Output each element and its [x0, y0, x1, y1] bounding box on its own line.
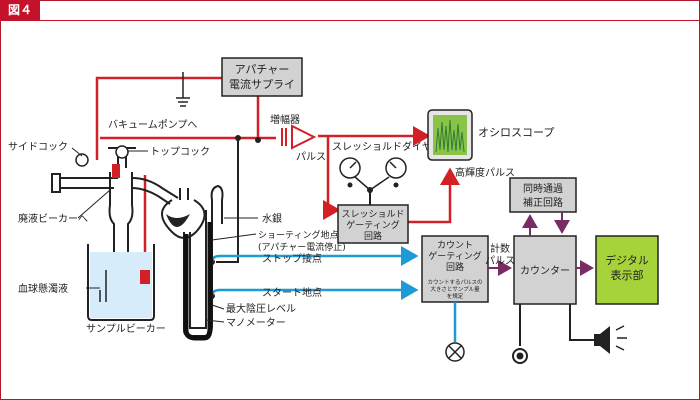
vacuum-pump-label: バキュームポンプへ: [108, 119, 197, 131]
amplifier-label: 増幅器: [270, 113, 300, 126]
aperture-power-line1: アパチャー: [235, 63, 290, 76]
counter-arrows: [488, 212, 594, 276]
count-gating-line3: 回路: [446, 261, 464, 273]
reset-button-icon: [512, 304, 528, 364]
digital-line2: 表示部: [611, 268, 644, 282]
top-cock-label: トップコック: [150, 146, 210, 158]
pulse-label: パルス: [296, 151, 326, 163]
oscilloscope-label: オシロスコープ: [478, 126, 554, 139]
height-pulse-label: 高輝度パルス: [455, 166, 515, 179]
threshold-gating-line1: スレッショルド: [341, 210, 404, 220]
side-cock-label: サイドコック: [8, 141, 68, 153]
figure-label: 図４: [0, 0, 40, 20]
count-pulse-line2: パルス: [485, 255, 515, 267]
count-gating-note2: 大きさとサンプル量: [430, 285, 480, 293]
count-pulse-line1: 計数: [490, 242, 510, 255]
lamp-icon: [445, 342, 465, 362]
count-gating-note3: を規定: [447, 292, 464, 300]
mercury-label: 水銀: [262, 212, 282, 225]
aperture-power-line2: 電流サプライ: [229, 77, 295, 91]
speaker-icon: [569, 304, 627, 354]
max-vacuum-level-label: 最大陰圧レベル: [226, 302, 296, 315]
digital-line1: デジタル: [605, 253, 649, 267]
oscilloscope-icon: [427, 109, 473, 161]
title-rule: [0, 20, 700, 21]
count-gating-line2: ゲーティング: [428, 250, 481, 262]
count-gating-box: カウント ゲーティング 回路 カウントするパルスの 大きさとサンプル量 を規定: [421, 235, 489, 303]
coincidence-line2: 補正回路: [523, 196, 563, 209]
shorting-point-line1: ショーティング地点: [258, 229, 338, 241]
counter-box: カウンター: [513, 235, 577, 305]
threshold-gating-line3: 回路: [364, 230, 382, 242]
digital-display-box: デジタル 表示部: [595, 235, 659, 305]
blue-contact-lines: [210, 246, 457, 342]
stopcock-icons: [75, 145, 190, 284]
threshold-gating-box: スレッショルド ゲーティング 回路: [337, 204, 409, 244]
coincidence-box: 同時通過 補正回路: [509, 177, 577, 213]
start-point-label: スタート地点: [262, 286, 322, 299]
mercury-column: [183, 222, 213, 341]
blood-suspension-label: 血球懸濁液: [18, 282, 68, 295]
manometer-label: マノメーター: [226, 317, 286, 329]
shorting-point-line2: (アパチャー電流停止): [258, 241, 346, 253]
sample-beaker-label: サンプルビーカー: [86, 323, 166, 335]
amplifier-icon: [281, 124, 317, 150]
counter-label: カウンター: [520, 265, 570, 277]
waste-beaker-label: 廃液ビーカーへ: [18, 212, 88, 225]
junction-dots: [209, 135, 261, 299]
aperture-power-box: アパチャー 電流サプライ: [221, 57, 303, 97]
stop-contact-label: ストップ接点: [262, 252, 322, 265]
count-gating-line1: カウント: [437, 240, 473, 251]
ground-icon: [176, 72, 190, 107]
threshold-gating-line2: ゲーティング: [346, 219, 399, 231]
threshold-dial-label: スレッショルドダイヤル: [332, 140, 442, 153]
beaker-icon: [87, 244, 155, 321]
coincidence-line1: 同時通過: [523, 183, 563, 195]
threshold-dial-icon: [339, 157, 407, 193]
count-gating-note1: カウントするパルスの: [427, 278, 482, 286]
leader-lines: [71, 147, 258, 323]
